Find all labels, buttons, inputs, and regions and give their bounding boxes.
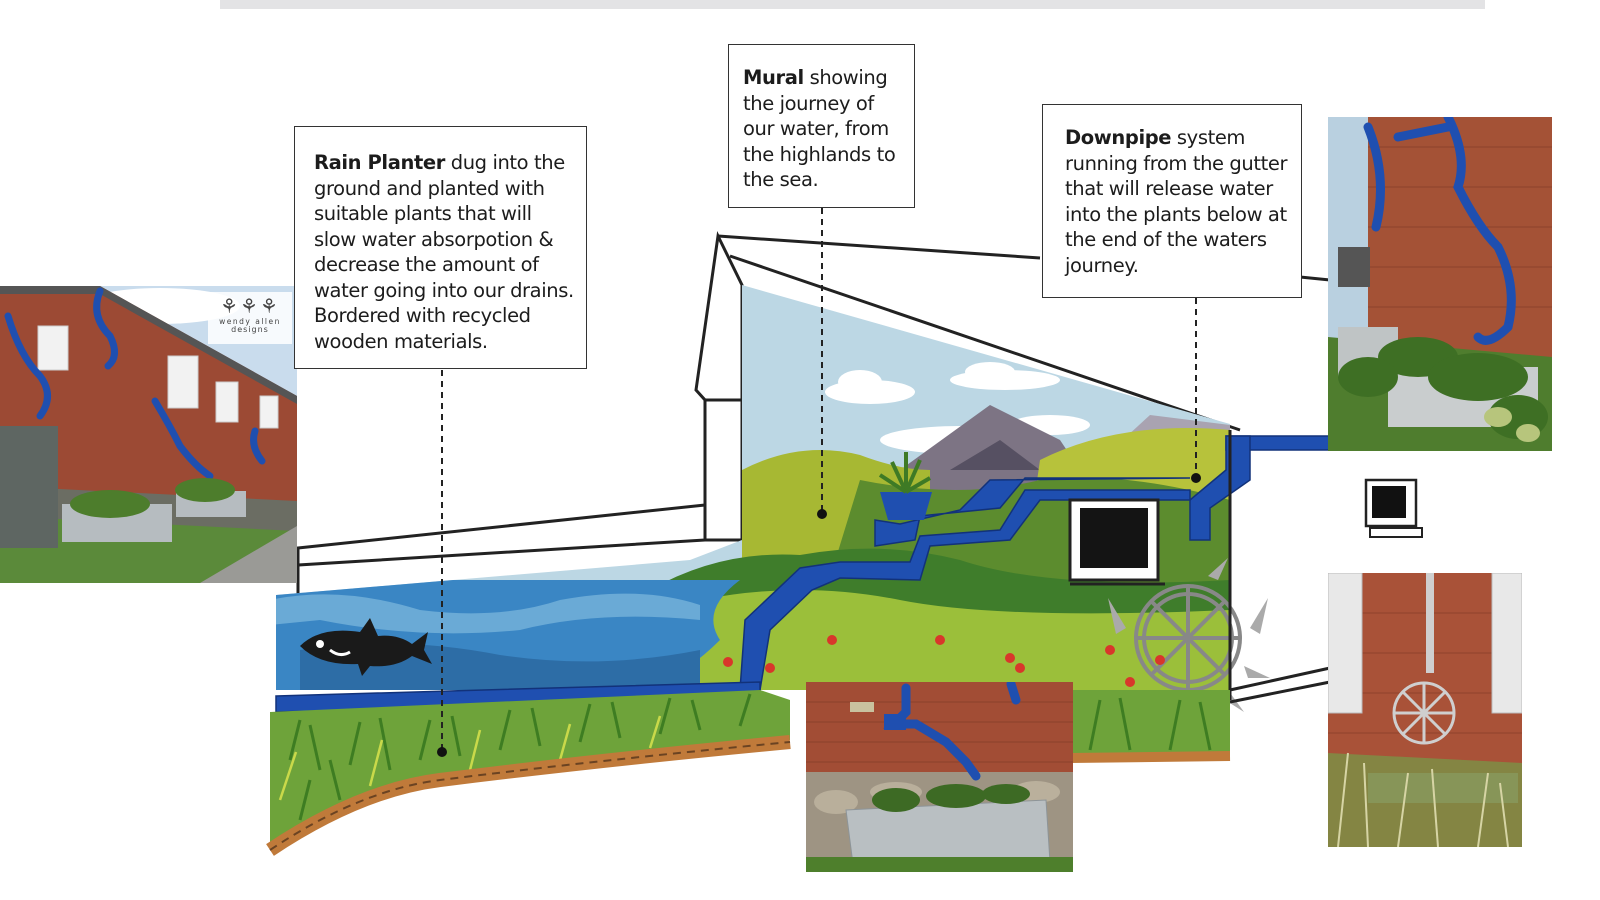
callout-downpipe: Downpipe system running from the gutter … bbox=[1042, 104, 1302, 298]
wendy-allen-logo: ⚘⚘⚘ wendy allen designs bbox=[208, 292, 292, 344]
photo-water-wheel-wall bbox=[1328, 573, 1522, 847]
top-bar bbox=[220, 0, 1485, 9]
rain-planter-body: dug into the ground and planted with sui… bbox=[314, 151, 574, 353]
window-icon bbox=[1068, 498, 1165, 586]
mural-body: showing the journey of our water, from t… bbox=[743, 66, 896, 191]
leader-dots bbox=[437, 473, 1201, 757]
leader-lines bbox=[441, 208, 1197, 750]
flowers bbox=[723, 635, 1165, 687]
mural-title: Mural bbox=[743, 66, 804, 89]
tulip-glyphs: ⚘⚘⚘ bbox=[220, 294, 280, 318]
side-wall bbox=[1228, 274, 1331, 704]
photo-downpipe-wall bbox=[1328, 117, 1552, 451]
photo-planter-wall bbox=[806, 682, 1073, 872]
pipe-planter bbox=[878, 452, 932, 520]
rain-planter-ground bbox=[266, 690, 1231, 856]
callout-rain-planter: Rain Planter dug into the ground and pla… bbox=[294, 126, 587, 369]
photo-building-left: ⚘⚘⚘ wendy allen designs bbox=[0, 286, 297, 583]
callout-mural: Mural showing the journey of our water, … bbox=[728, 44, 915, 208]
downpipe-body: system running from the gutter that will… bbox=[1065, 126, 1288, 277]
logo-line-1: wendy allen bbox=[219, 317, 281, 326]
downpipe-title: Downpipe bbox=[1065, 126, 1172, 149]
fish-icon bbox=[300, 618, 432, 676]
rain-planter-title: Rain Planter bbox=[314, 151, 445, 174]
logo-line-2: designs bbox=[231, 325, 269, 334]
small-window-icon bbox=[1364, 478, 1423, 538]
